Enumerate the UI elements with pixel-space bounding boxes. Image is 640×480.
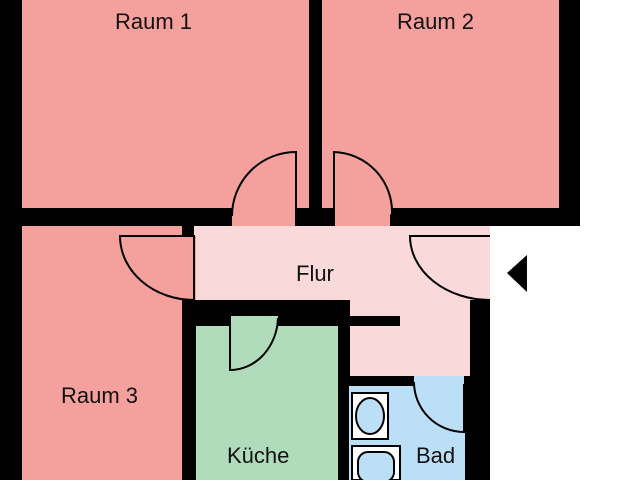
label-flur: Flur <box>296 261 334 286</box>
label-raum-3: Raum 3 <box>61 383 139 408</box>
wall-flur-kueche <box>194 316 400 326</box>
door-swing-raum-1 <box>231 150 297 226</box>
wall-flur-bad <box>349 376 470 386</box>
label-raum-1: Raum 1 <box>115 9 193 34</box>
wall-bad-right <box>465 376 490 480</box>
label-raum-2: Raum 2 <box>397 9 475 34</box>
door-swing-entrance <box>408 235 491 301</box>
door-opening-bad <box>414 376 464 386</box>
bathtub-inner <box>357 451 395 480</box>
door-swing-kueche <box>229 316 279 372</box>
label-kueche: Küche <box>227 443 290 468</box>
entrance-arrow-icon <box>507 255 527 292</box>
door-swing-raum-2 <box>333 150 394 226</box>
door-swing-bad <box>413 381 465 434</box>
room-flur-lower <box>350 300 470 376</box>
label-bad: Bad <box>416 443 456 468</box>
wall-kueche-bad <box>340 326 349 480</box>
door-swing-raum-3 <box>118 235 195 301</box>
washbasin-bowl <box>355 397 385 435</box>
